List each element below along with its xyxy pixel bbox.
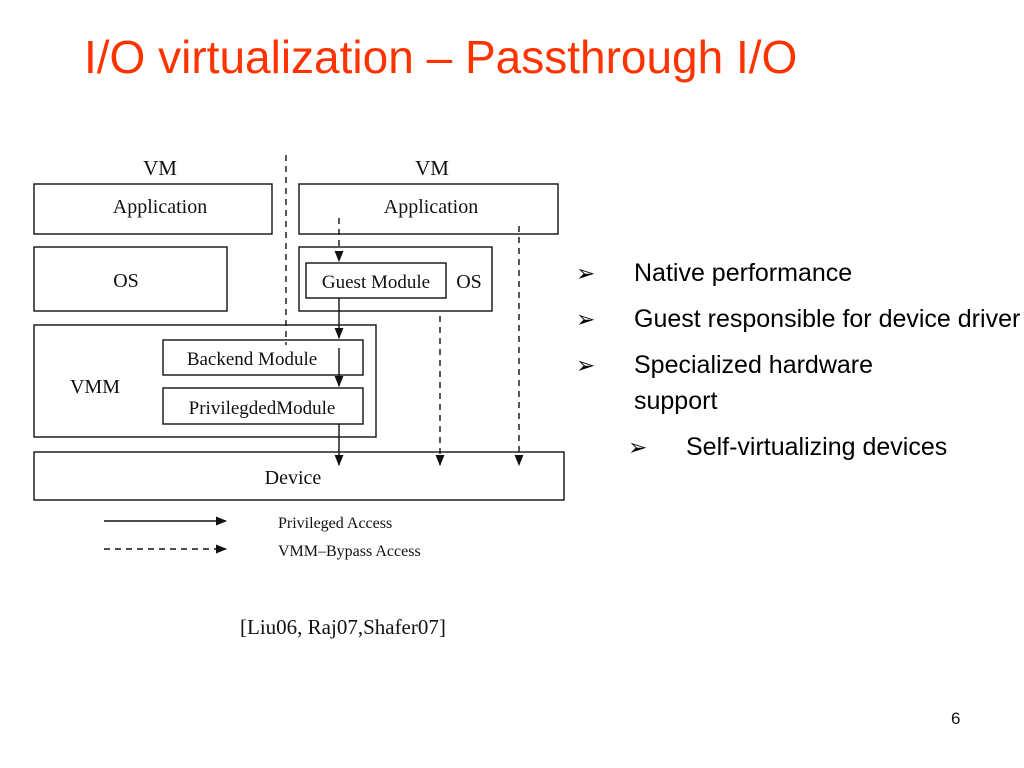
bullet-item: ➢ Specialized hardware support [576, 347, 1024, 419]
privileged-module-box [162, 387, 364, 425]
app-right-box [298, 183, 559, 235]
citation: [Liu06, Raj07,Shafer07] [240, 615, 446, 639]
bullet-item: ➢ Guest responsible for device driver [576, 301, 1024, 337]
bullet-text: Native performance [634, 259, 853, 287]
bullet-text: Guest responsible for device driver [634, 305, 1021, 333]
arrowhead-bullet-icon: ➢ [628, 434, 648, 460]
device-label: Device [265, 467, 322, 489]
backend-module-box [162, 339, 364, 376]
privileged-module-label: PrivilegdedModule [189, 398, 336, 419]
os-left-box [33, 246, 228, 312]
app-right-label: Application [384, 196, 478, 218]
os-left-label: OS [113, 270, 139, 292]
app-left-box [33, 183, 273, 235]
slide-title: I/O virtualization – Passthrough I/O [84, 31, 798, 83]
bullet-text: Specialized hardware support [634, 351, 874, 415]
bullet-list: ➢ Native performance ➢ Guest responsible… [576, 255, 1024, 465]
guest-module-label: Guest Module [322, 272, 430, 293]
sub-bullet-item: ➢ Self-virtualizing devices [576, 429, 1024, 465]
vm-left-label: VM [143, 156, 177, 180]
bullet-text: Self-virtualizing devices [686, 433, 948, 461]
backend-module-label: Backend Module [187, 349, 317, 370]
device-box [33, 451, 565, 501]
vm-right-label: VM [415, 156, 449, 180]
app-left-label: Application [113, 196, 207, 218]
arrowhead-bullet-icon: ➢ [576, 352, 596, 378]
arrowhead-bullet-icon: ➢ [576, 306, 596, 332]
arrowhead-bullet-icon: ➢ [576, 260, 596, 286]
page-number: 6 [951, 709, 961, 728]
legend-bypass-label: VMM–Bypass Access [278, 543, 421, 560]
os-right-box [298, 246, 493, 312]
os-right-label: OS [456, 271, 482, 293]
vmm-box [33, 324, 377, 438]
bullet-item: ➢ Native performance [576, 255, 1024, 291]
vmm-label: VMM [70, 376, 120, 398]
guest-module-box [305, 262, 447, 299]
legend-privileged-label: Privileged Access [278, 515, 392, 532]
